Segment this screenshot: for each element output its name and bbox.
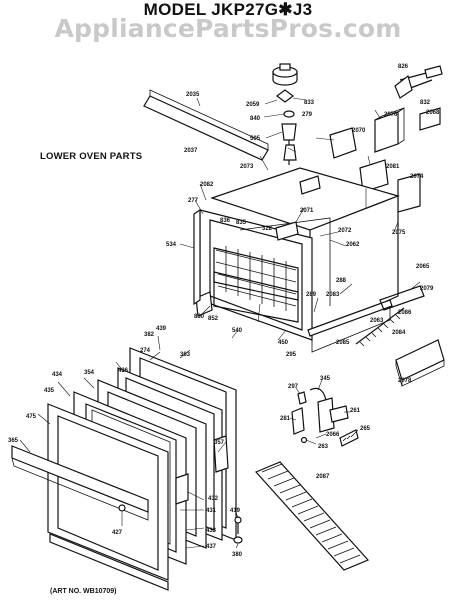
part-label-2084: 2084 [392,330,406,336]
oven-cavity [193,167,400,353]
part-label-2065: 2065 [416,264,430,270]
art-number: (ART NO. WB10709) [50,588,117,595]
part-label-840: 840 [250,116,261,122]
part-label-835: 835 [236,220,247,226]
part-label-437: 437 [206,544,217,550]
part-label-427: 427 [112,530,123,536]
part-label-431: 431 [206,508,217,514]
part-label-2066: 2066 [326,432,340,438]
part-label-2082: 2082 [200,182,214,188]
part-label-295: 295 [286,352,297,358]
oven-door [11,347,237,591]
part-label-836: 836 [220,218,231,224]
part-label-2086: 2086 [398,310,412,316]
part-label-281: 281 [280,416,291,422]
leader-lines [19,97,421,549]
bottom-trim-block [395,339,445,387]
part-label-2085: 2085 [336,340,350,346]
part-label-279: 279 [302,112,313,118]
part-label-432: 432 [208,496,219,502]
top-trim-rail [143,89,269,161]
part-label-475: 475 [26,414,37,420]
part-label-534: 534 [166,242,177,248]
part-label-365: 365 [8,438,19,444]
part-label-540: 540 [232,328,243,334]
part-label-505: 505 [250,136,261,142]
part-label-289: 289 [306,292,317,298]
part-label-2063: 2063 [370,318,384,324]
part-label-2073: 2073 [240,164,254,170]
part-label-2075: 2075 [392,230,406,236]
part-label-2071: 2071 [300,208,314,214]
part-label-357: 357 [214,440,225,446]
part-label-832: 832 [420,100,431,106]
part-label-2076: 2076 [384,112,398,118]
part-label-345: 345 [320,376,331,382]
part-label-433: 433 [206,528,217,534]
part-label-2070: 2070 [352,128,366,134]
spring-bar [355,285,425,347]
door-screws [233,516,243,544]
part-label-2059: 2059 [246,102,260,108]
part-label-419: 419 [230,508,241,514]
part-label-354: 354 [84,370,95,376]
section-label: LOWER OVEN PARTS [40,151,143,162]
part-label-265: 265 [360,426,371,432]
part-label-2062: 2062 [346,242,360,248]
part-label-436: 436 [118,368,129,374]
part-label-2074: 2074 [410,174,424,180]
part-label-2037: 2037 [184,148,198,154]
part-label-363: 363 [180,352,191,358]
part-label-830: 830 [194,314,205,320]
part-label-322: 322 [262,226,273,232]
part-label-826: 826 [398,64,409,70]
part-label-852: 852 [208,316,219,322]
part-label-2081: 2081 [386,164,400,170]
part-label-2087: 2087 [316,474,330,480]
part-label-261: 261 [350,408,361,414]
part-label-382: 382 [144,332,155,338]
part-label-2072: 2072 [338,228,352,234]
part-label-274: 274 [140,348,151,354]
part-label-2035: 2035 [186,92,200,98]
part-label-380: 380 [232,552,243,558]
part-label-263: 263 [318,444,329,450]
diagram-title: MODEL JKP27G✱J3 [143,0,313,19]
upper-right-parts [329,65,443,239]
vent-grille [254,461,370,571]
part-label-2083: 2083 [326,292,340,298]
part-label-2068: 2068 [426,110,440,116]
part-label-450: 450 [278,340,289,346]
part-label-439: 439 [156,326,167,332]
thermostat-assembly [272,63,298,165]
part-label-833: 833 [304,100,315,106]
part-label-2078: 2078 [398,378,412,384]
part-label-2079: 2079 [420,286,434,292]
part-labels: 826 832 833 2035 2037 2059 279 840 505 2… [8,64,440,558]
door-latch-assembly [291,387,359,447]
part-label-277: 277 [188,198,199,204]
part-label-435: 435 [44,388,55,394]
part-label-297: 297 [288,384,299,390]
watermark: AppliancePartsPros.com [54,14,402,43]
part-label-288: 288 [336,278,347,284]
part-label-434: 434 [52,372,63,378]
